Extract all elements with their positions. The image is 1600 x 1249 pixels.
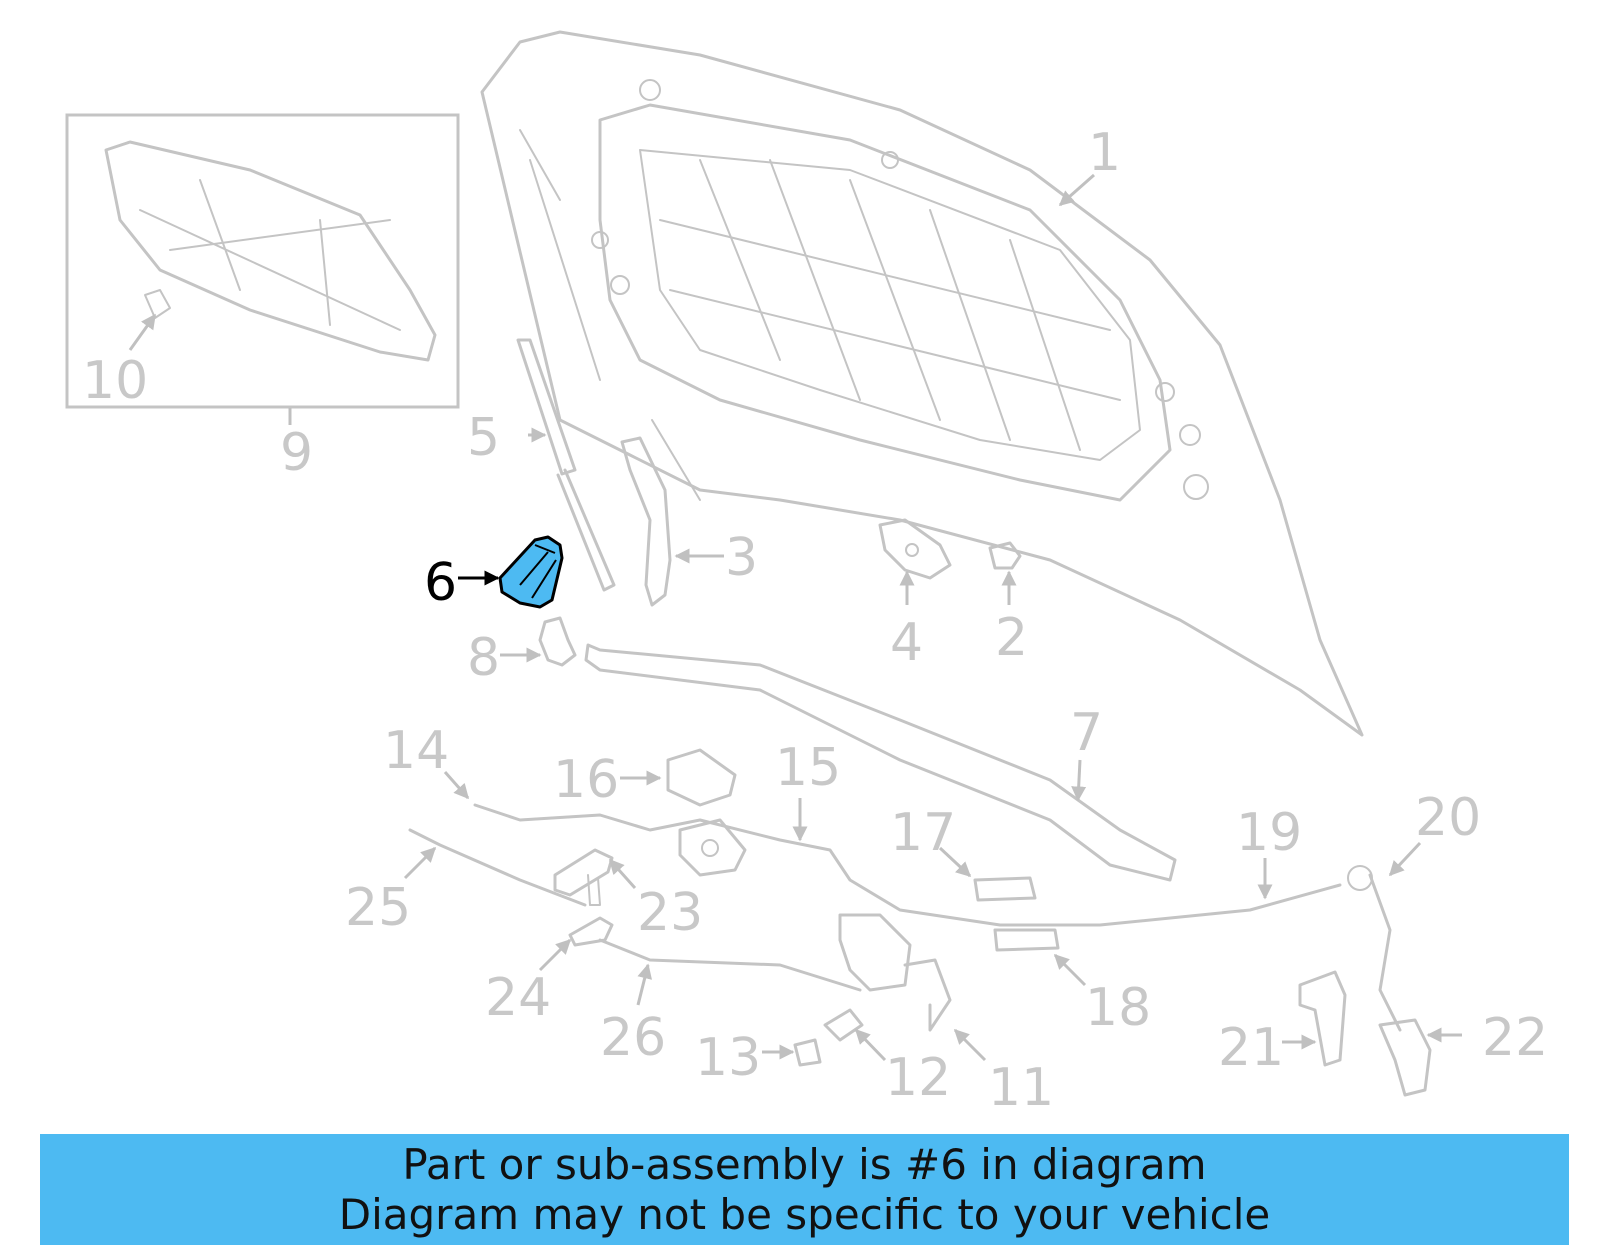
label-24: 24 — [485, 968, 551, 1028]
info-banner: Part or sub-assembly is #6 in diagram Di… — [40, 1134, 1569, 1245]
clip-8 — [538, 616, 577, 667]
label-10: 10 — [82, 351, 148, 411]
banner-line-2: Diagram may not be specific to your vehi… — [338, 1189, 1271, 1239]
label-13: 13 — [695, 1028, 761, 1088]
label-4: 4 — [890, 613, 923, 673]
label-23: 23 — [637, 883, 703, 943]
leader-lines — [128, 173, 1462, 1062]
label-6: 6 — [424, 553, 457, 613]
label-1: 1 — [1088, 123, 1121, 183]
hood-seal — [584, 643, 1177, 882]
label-19: 19 — [1236, 803, 1302, 863]
label-5: 5 — [467, 408, 500, 468]
label-7: 7 — [1070, 703, 1103, 763]
label-3: 3 — [725, 528, 758, 588]
callout-labels: 1 2 3 4 5 6 7 8 9 10 11 12 13 14 15 16 1… — [82, 123, 1548, 1118]
latch-assembly — [666, 748, 952, 1032]
label-16: 16 — [553, 750, 619, 810]
label-25: 25 — [345, 878, 411, 938]
hood-panel — [480, 30, 1364, 737]
hood-insulator-box — [65, 113, 460, 409]
label-2: 2 — [995, 608, 1028, 668]
bracket-24 — [568, 916, 614, 947]
part-6-highlight — [498, 535, 564, 609]
label-8: 8 — [467, 628, 500, 688]
label-12: 12 — [885, 1048, 951, 1108]
hood-hinge — [620, 419, 701, 607]
label-17: 17 — [890, 803, 956, 863]
label-11: 11 — [988, 1058, 1054, 1118]
release-cables — [408, 803, 1402, 1032]
label-15: 15 — [775, 738, 841, 798]
small-parts — [793, 876, 1432, 1097]
latch-striker-4 — [878, 518, 952, 580]
handle-23 — [553, 848, 614, 906]
label-22: 22 — [1482, 1008, 1548, 1068]
banner-line-1: Part or sub-assembly is #6 in diagram — [402, 1139, 1207, 1189]
label-18: 18 — [1085, 978, 1151, 1038]
bumper-2 — [988, 541, 1022, 570]
label-14: 14 — [383, 721, 449, 781]
label-26: 26 — [600, 1008, 666, 1068]
label-9: 9 — [280, 423, 313, 483]
label-21: 21 — [1218, 1018, 1284, 1078]
label-20: 20 — [1415, 788, 1481, 848]
hood-strut — [516, 338, 616, 592]
